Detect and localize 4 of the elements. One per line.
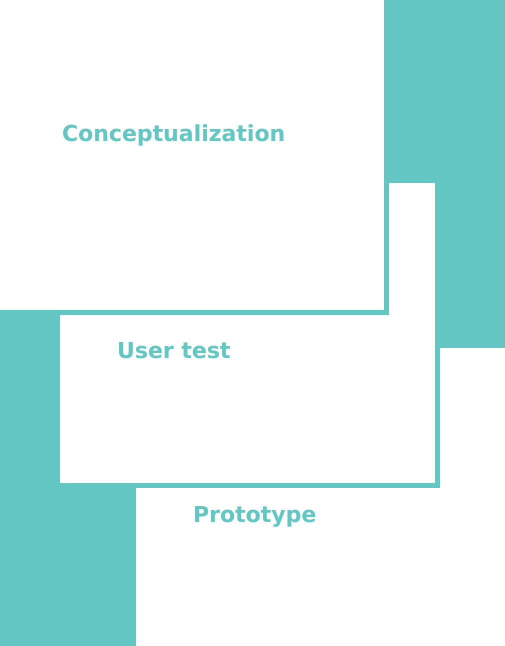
card-title: Prototype [193,503,316,528]
card-title: Conceptualization [62,122,286,147]
card-title: User test [117,339,230,364]
stacked-card [136,488,505,646]
